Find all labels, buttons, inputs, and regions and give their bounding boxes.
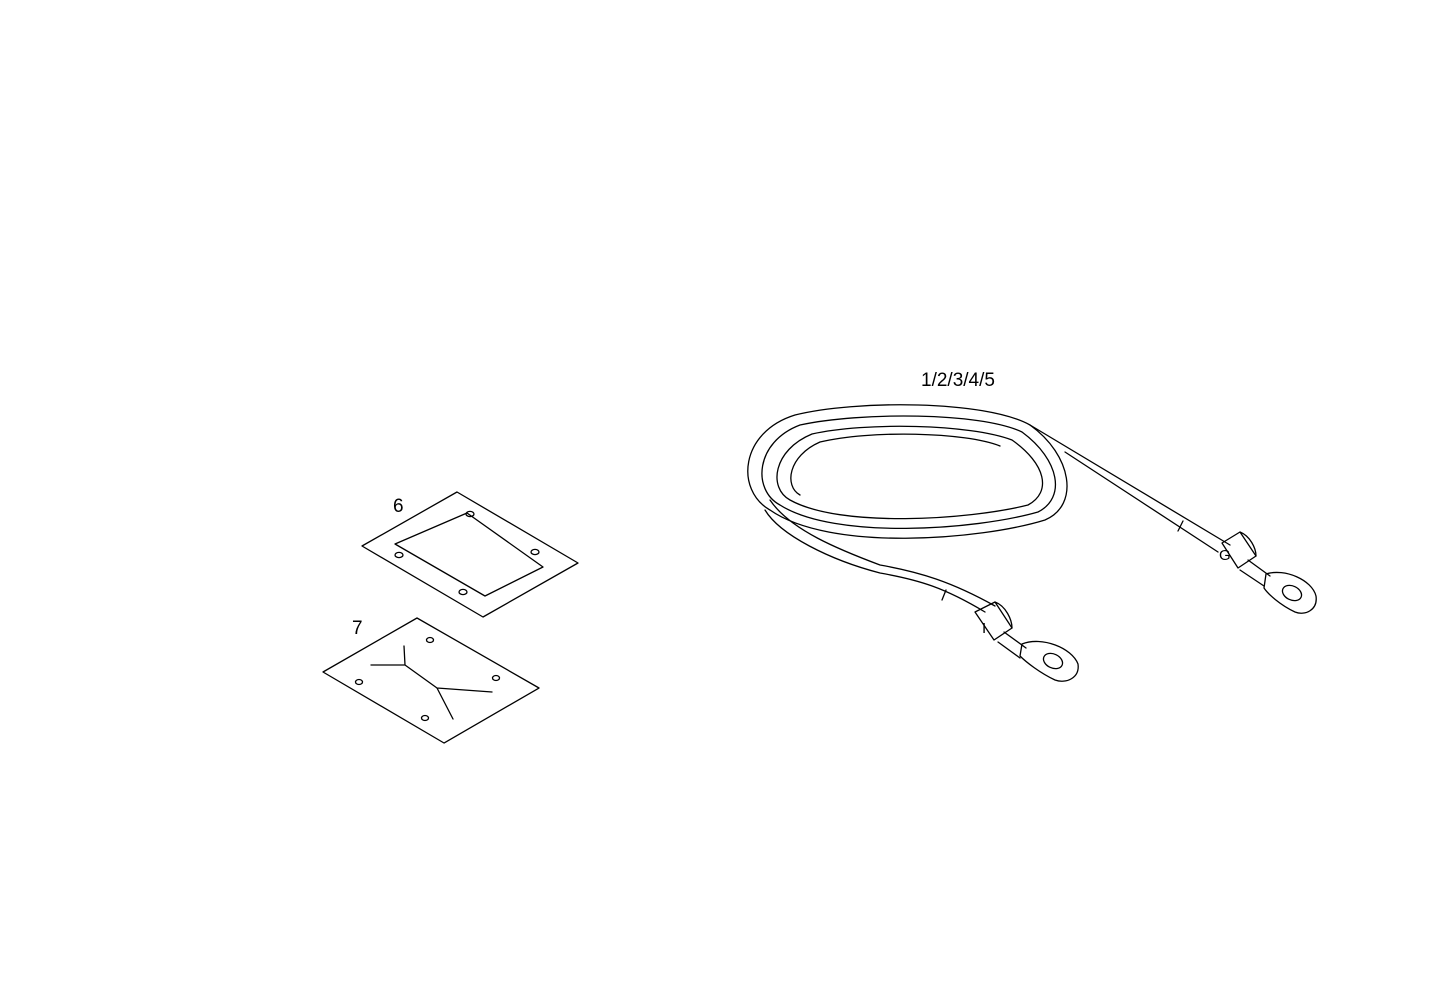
- terminal-mark-i: I: [982, 620, 986, 637]
- terminal-mark-g: G: [1219, 547, 1231, 564]
- gasket-plate-part: [322, 617, 540, 744]
- gasket-frame-part: [361, 491, 579, 618]
- callout-cable: 1/2/3/4/5: [921, 370, 995, 391]
- callout-gasket-plate: 7: [352, 618, 363, 639]
- callout-gasket-frame: 6: [393, 496, 404, 517]
- cable-assembly-part: G I: [747, 404, 1317, 682]
